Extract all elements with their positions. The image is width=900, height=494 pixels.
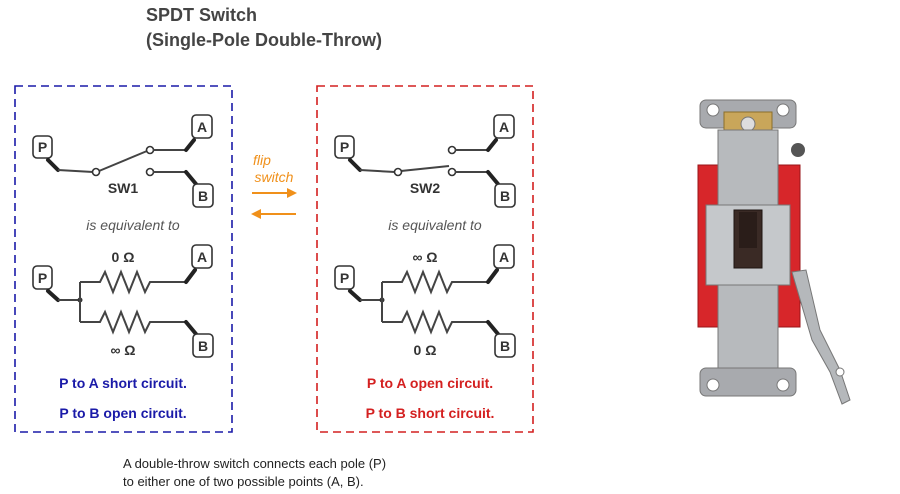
flip-label-line1: flip xyxy=(253,152,271,168)
terminal-b-label: B xyxy=(198,338,208,354)
terminal-p-label: P xyxy=(340,270,349,286)
terminal-b-label: B xyxy=(198,188,208,204)
terminal-a xyxy=(191,114,213,139)
terminal-a-label: A xyxy=(499,249,509,265)
resistance-top-label: ∞ Ω xyxy=(412,249,437,265)
title-line2: (Single-Pole Double-Throw) xyxy=(146,30,382,50)
terminal-p xyxy=(32,135,53,159)
caption-line1: A double-throw switch connects each pole… xyxy=(123,456,386,471)
left-panel-border xyxy=(14,85,233,433)
title-line1: SPDT Switch xyxy=(146,5,257,25)
equivalent-text: is equivalent to xyxy=(86,217,180,233)
terminal-p-label: P xyxy=(38,270,47,286)
resistor-network-right: P A B ∞ Ω 0 Ω xyxy=(334,244,516,358)
resistance-top-label: 0 Ω xyxy=(112,249,135,265)
resistor-network-left: P A B 0 Ω ∞ Ω xyxy=(32,244,214,358)
right-panel-border xyxy=(316,85,534,433)
terminal-a-label: A xyxy=(197,119,207,135)
flip-switch-arrows: flip switch xyxy=(251,152,297,219)
left-panel: P A B SW1 is equivalent to P xyxy=(14,85,233,433)
resistance-bottom-label: 0 Ω xyxy=(414,342,437,358)
switch-photo xyxy=(697,99,851,405)
switch-label: SW1 xyxy=(108,180,139,196)
switch-sw2: P A B SW2 xyxy=(334,114,516,208)
switch-label: SW2 xyxy=(410,180,441,196)
summary-line1: P to A open circuit. xyxy=(367,375,493,391)
terminal-b-label: B xyxy=(500,338,510,354)
terminal-p-label: P xyxy=(340,139,349,155)
summary-line2: P to B short circuit. xyxy=(366,405,495,421)
resistor-top xyxy=(80,269,186,295)
switch-sw1: P A B SW1 xyxy=(32,114,214,208)
summary-line1: P to A short circuit. xyxy=(59,375,187,391)
terminal-a-label: A xyxy=(197,249,207,265)
resistor-bottom xyxy=(80,309,186,335)
resistance-bottom-label: ∞ Ω xyxy=(110,342,135,358)
terminal-a-label: A xyxy=(499,119,509,135)
terminal-p-label: P xyxy=(38,139,47,155)
right-panel: P A B SW2 is equivalent to P xyxy=(316,85,534,433)
summary-line2: P to B open circuit. xyxy=(59,405,186,421)
flip-label-line2: switch xyxy=(255,169,294,185)
equivalent-text: is equivalent to xyxy=(388,217,482,233)
terminal-b-label: B xyxy=(500,188,510,204)
caption-line2: to either one of two possible points (A,… xyxy=(123,474,364,489)
terminal-b xyxy=(192,183,214,208)
